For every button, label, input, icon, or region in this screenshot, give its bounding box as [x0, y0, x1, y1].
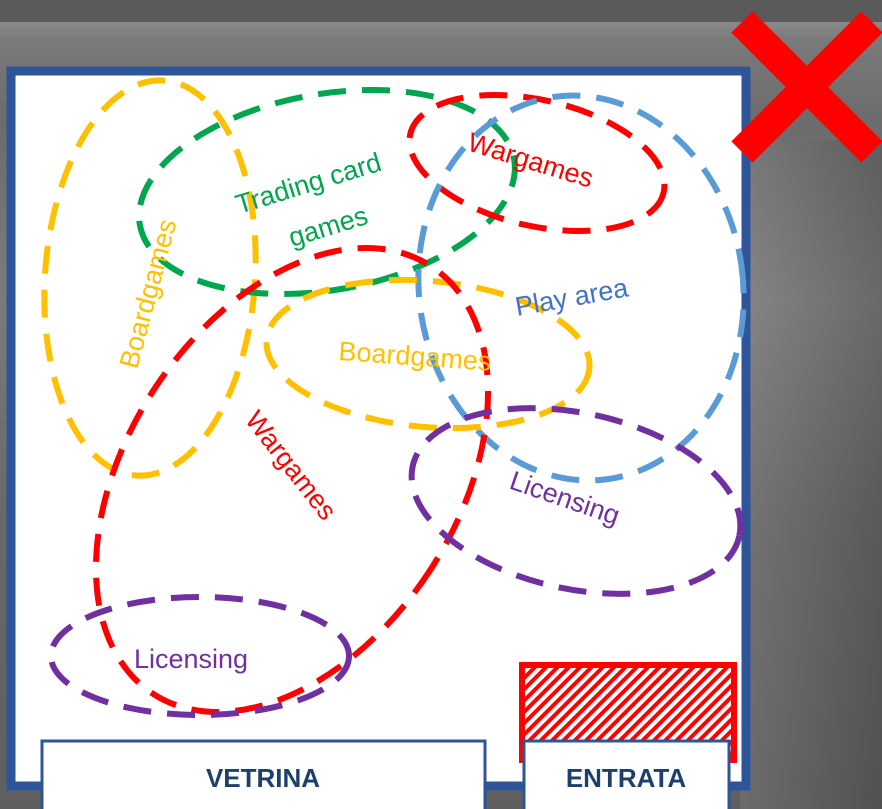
- wargames-zone-diagonal: [92, 245, 492, 715]
- wargames-zone-top: [406, 92, 668, 234]
- licensing-label-bottom: Licensing: [134, 644, 248, 674]
- close-icon: [731, 11, 882, 163]
- licensing-zone-bottom: [48, 594, 352, 718]
- vetrina-box: VETRINA: [40, 739, 487, 809]
- boardgames-zone-center: [263, 276, 593, 432]
- licensing-zone-right: [408, 405, 744, 597]
- play-area-zone: [415, 92, 747, 484]
- entrata-box: ENTRATA: [522, 739, 731, 809]
- trading-card-zone: [136, 87, 518, 297]
- entrata-label: ENTRATA: [566, 763, 687, 793]
- vetrina-label: VETRINA: [206, 763, 320, 793]
